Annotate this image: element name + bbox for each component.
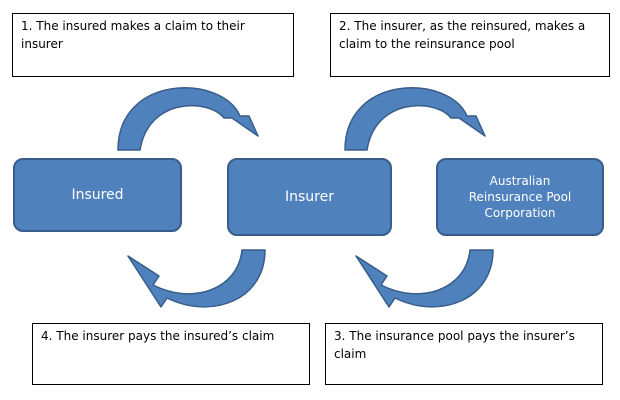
step-3-note: 3. The insurance pool pays the insurer’s… <box>325 323 603 385</box>
step-3-text: 3. The insurance pool pays the insurer’s… <box>334 329 575 361</box>
step-1-note: 1. The insured makes a claim to their in… <box>12 13 294 77</box>
step-1-text: 1. The insured makes a claim to their in… <box>21 19 245 51</box>
arrow-pool-to-insurer <box>355 249 494 308</box>
step-2-note: 2. The insurer, as the reinsured, makes … <box>330 13 610 77</box>
reinsurance-pool-label: Australian Reinsurance Pool Corporation <box>468 174 572 220</box>
step-2-text: 2. The insurer, as the reinsured, makes … <box>339 19 586 51</box>
arrow-insurer-to-pool <box>344 87 486 151</box>
insured-box: Insured <box>13 158 182 232</box>
insurer-label: Insurer <box>285 189 334 205</box>
insurer-box: Insurer <box>227 158 392 236</box>
arrow-insurer-to-insured <box>127 249 266 308</box>
step-4-text: 4. The insurer pays the insured’s claim <box>41 329 275 343</box>
step-4-note: 4. The insurer pays the insured’s claim <box>32 323 310 385</box>
arrow-insured-to-insurer <box>117 87 259 151</box>
insured-label: Insured <box>71 187 124 203</box>
reinsurance-pool-box: Australian Reinsurance Pool Corporation <box>436 158 604 236</box>
